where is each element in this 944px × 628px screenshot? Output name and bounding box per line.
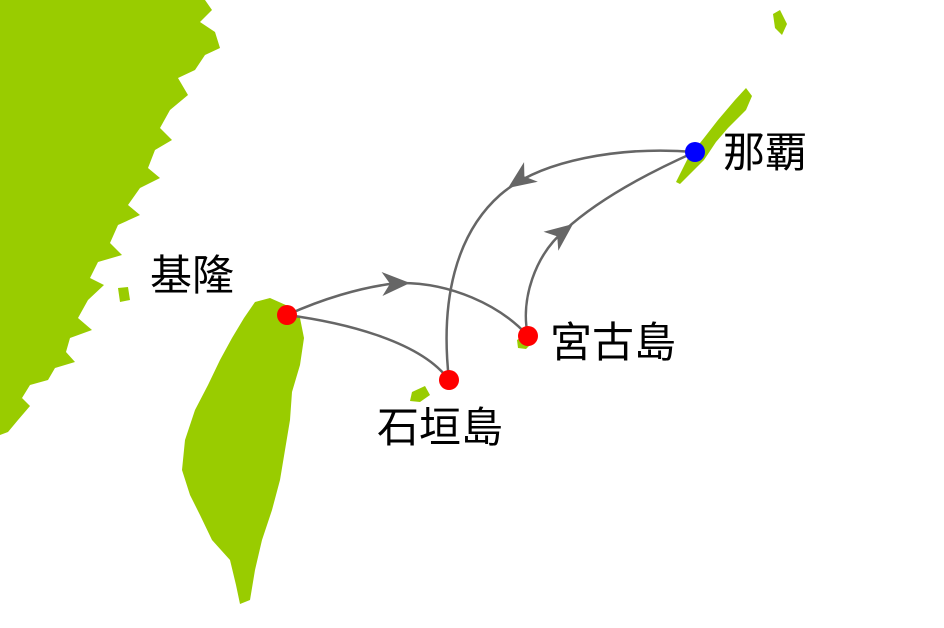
route-arrows [381,162,581,296]
port-label-ishigaki: 石垣島 [377,403,504,452]
port-label-naha: 那覇 [723,128,808,177]
port-markers [277,142,705,390]
port-marker-keelung[interactable] [277,305,297,325]
land-taiwan [182,298,304,604]
land-china-islet-2 [0,398,30,435]
route-naha-to-ishigaki [445,149,697,382]
land-china-islet-1 [118,287,130,302]
land-china-coast [0,0,220,402]
port-marker-miyako[interactable] [518,326,538,346]
route-keelung-to-miyako [285,281,530,338]
arrowhead-icon [501,162,538,198]
land-ishigaki [410,386,430,402]
route-miyako-to-naha [524,150,697,338]
land-islet-north [773,10,787,35]
port-marker-naha[interactable] [685,142,705,162]
route-ishigaki-to-keelung [285,313,451,382]
port-label-miyako: 宮古島 [550,318,677,367]
port-label-keelung: 基隆 [150,251,235,300]
port-marker-ishigaki[interactable] [439,370,459,390]
